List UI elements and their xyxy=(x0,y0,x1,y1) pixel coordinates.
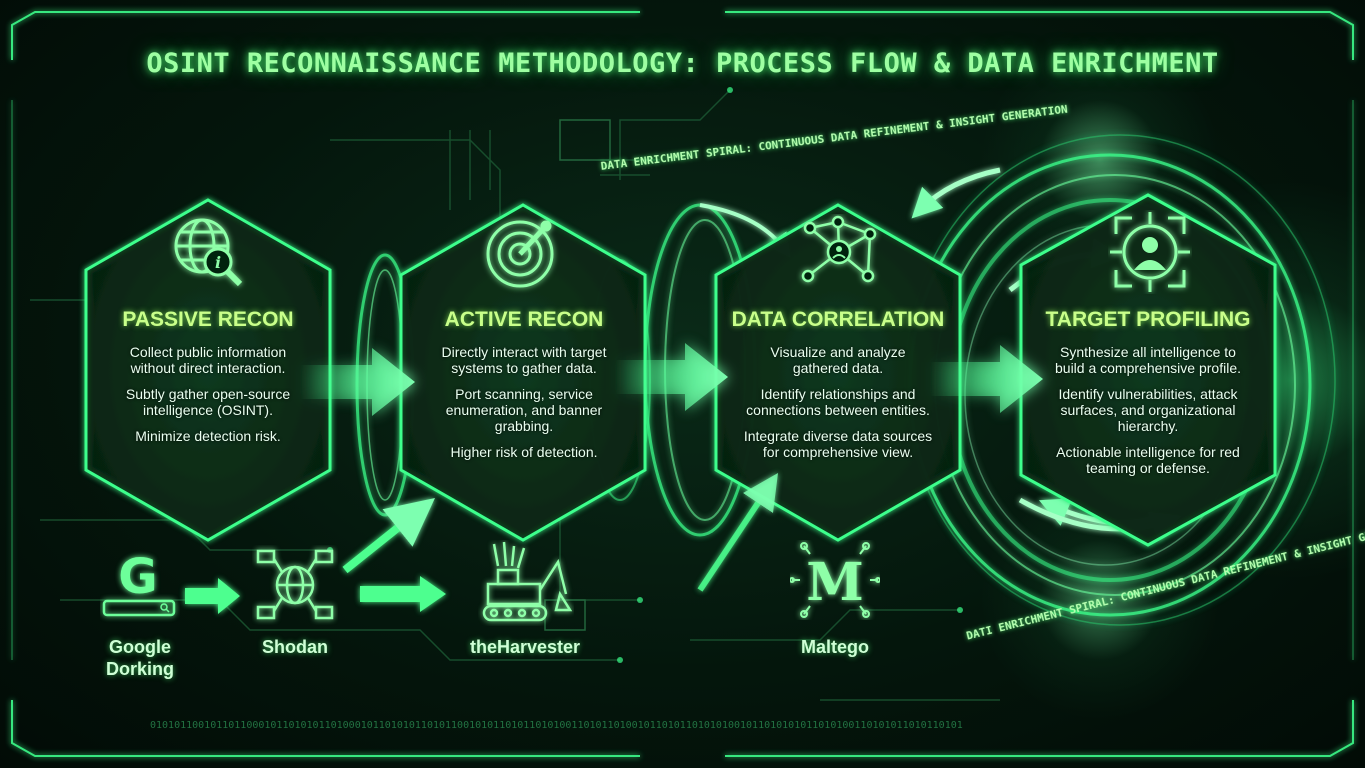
page-title: OSINT RECONNAISSANCE METHODOLOGY: PROCES… xyxy=(146,48,1219,79)
stage-line: Identify relationships and connections b… xyxy=(746,386,930,418)
stage-hexagons xyxy=(84,193,1277,547)
stage-title: TARGET PROFILING xyxy=(1045,308,1251,331)
tool-google-dorking: Google Dorking xyxy=(80,636,200,680)
frame-border xyxy=(11,11,1354,757)
stage-title: DATA CORRELATION xyxy=(731,308,945,331)
stage-title: ACTIVE RECON xyxy=(444,308,604,331)
tool-label: Shodan xyxy=(262,637,328,657)
tool-shodan: Shodan xyxy=(235,636,355,658)
stage-data-correlation: DATA CORRELATION Visualize and analyze g… xyxy=(713,308,963,470)
tool-theharvester: theHarvester xyxy=(455,636,595,658)
tool-arrows xyxy=(185,473,778,614)
harvester-machine-icon xyxy=(482,541,573,622)
svg-text:G: G xyxy=(118,549,157,605)
stage-line: Synthesize all intelligence to build a c… xyxy=(1055,344,1241,376)
target-person-icon xyxy=(1110,212,1190,292)
stage-target-profiling: TARGET PROFILING Synthesize all intellig… xyxy=(1023,308,1273,486)
stage-line: Integrate diverse data sources for compr… xyxy=(743,428,933,460)
maltego-icon: M xyxy=(790,542,880,618)
svg-text:010101100101101100010110101011: 0101011001011011000101101010110100010110… xyxy=(150,720,963,731)
flow-arrows xyxy=(300,343,1043,416)
stage-line: Identify vulnerabilities, attack surface… xyxy=(1058,386,1238,434)
tool-label-line1: Google xyxy=(109,637,171,657)
svg-text:M: M xyxy=(806,552,864,613)
stage-line: Minimize detection risk. xyxy=(135,428,281,444)
stage-line: Directly interact with target systems to… xyxy=(441,344,607,376)
stage-line: Actionable intelligence for red teaming … xyxy=(1056,444,1240,476)
stage-title: PASSIVE RECON xyxy=(122,308,294,331)
tool-label-line2: Dorking xyxy=(105,659,174,679)
stage-line: Collect public information without direc… xyxy=(129,344,287,376)
stage-line: Visualize and analyze gathered data. xyxy=(770,344,906,376)
stage-passive-recon: PASSIVE RECON Collect public information… xyxy=(83,308,333,454)
tool-label: theHarvester xyxy=(469,637,581,657)
radar-icon xyxy=(486,220,554,288)
globe-search-icon: i xyxy=(174,218,243,287)
svg-text:i: i xyxy=(215,253,221,272)
shodan-globe-icon xyxy=(256,549,334,620)
stage-line: Subtly gather open-source intelligence (… xyxy=(125,386,291,418)
stage-line: Port scanning, service enumeration, and … xyxy=(445,386,603,434)
tool-maltego: Maltego xyxy=(775,636,895,658)
google-search-icon: G xyxy=(102,549,176,617)
tool-label: Maltego xyxy=(800,637,869,657)
network-graph-icon xyxy=(801,215,877,283)
stage-line: Higher risk of detection. xyxy=(450,444,598,460)
stage-active-recon: ACTIVE RECON Directly interact with targ… xyxy=(399,308,649,470)
